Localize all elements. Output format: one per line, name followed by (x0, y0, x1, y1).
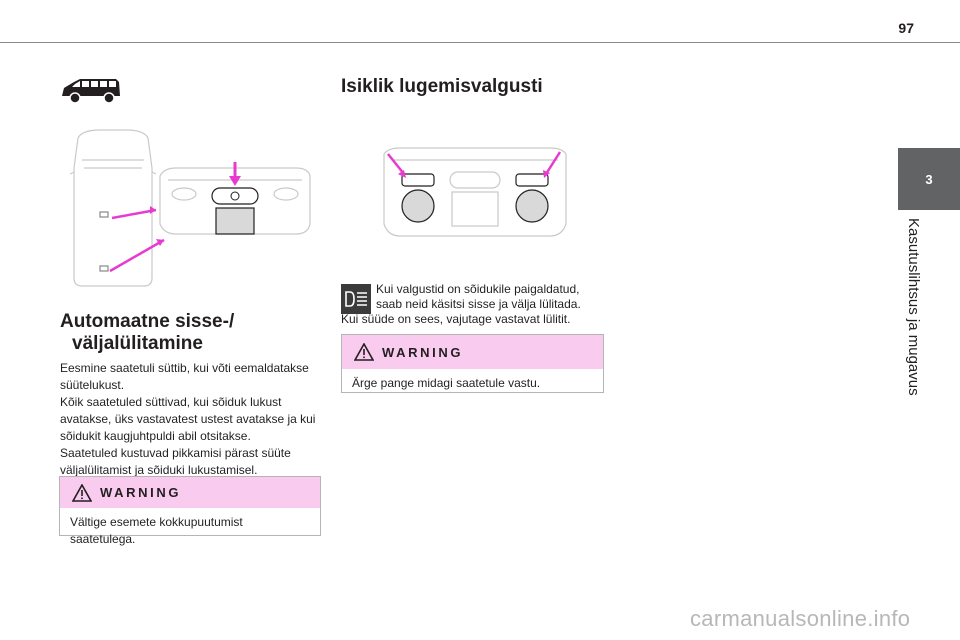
section-title-reading-light: Isiklik lugemisvalgusti (341, 76, 543, 97)
automatic-description: Eesmine saatetuli süttib, kui võti eemal… (60, 360, 318, 479)
reading-light-info: Kui valgustid on sõidukile paigaldatud, … (376, 282, 581, 311)
reading-light-figure (383, 147, 567, 237)
reading-light-instruction: Kui süüde on sees, vajutage vastavat lül… (341, 312, 571, 326)
paragraph: Saatetuled kustuvad pikkamisi pärast süü… (60, 446, 291, 477)
warning-text: Ärge pange midagi saatetule vastu. (352, 376, 541, 390)
chapter-title: Kasutuslihtsus ja mugavus (898, 218, 928, 478)
header-divider (0, 42, 960, 43)
lamp-info-icon (341, 284, 371, 314)
chapter-tab[interactable]: 3 (898, 148, 960, 210)
courtesy-light-figure (69, 129, 311, 287)
warning-label: WARNING (382, 344, 464, 360)
section-title-automatic: Automaatne sisse-/ väljalülitamine (60, 311, 315, 355)
watermark: carmanualsonline.info (690, 606, 911, 631)
warning-header: WARNING (60, 477, 320, 508)
warning-box-right: WARNING Ärge pange midagi saatetule vast… (341, 334, 604, 393)
warning-text: Vältige esemete kokkupuutumist saatetule… (70, 515, 243, 546)
page-number: 97 (898, 20, 914, 36)
chapter-title-text: Kasutuslihtsus ja mugavus (905, 218, 922, 396)
warning-triangle-icon (72, 483, 92, 502)
section-title-line1: Automaatne sisse-/ (60, 311, 235, 332)
paragraph: Eesmine saatetuli süttib, kui võti eemal… (60, 361, 309, 392)
paragraph: Kõik saatetuled süttivad, kui sõiduk luk… (60, 395, 316, 443)
van-icon (62, 79, 120, 104)
warning-label: WARNING (100, 485, 182, 500)
warning-triangle-icon (354, 343, 374, 361)
warning-header: WARNING (342, 335, 603, 369)
lamp-glyph-icon (345, 291, 367, 307)
section-title-line2: väljalülitamine (72, 333, 203, 354)
warning-box-left: WARNING Vältige esemete kokkupuutumist s… (59, 476, 321, 546)
